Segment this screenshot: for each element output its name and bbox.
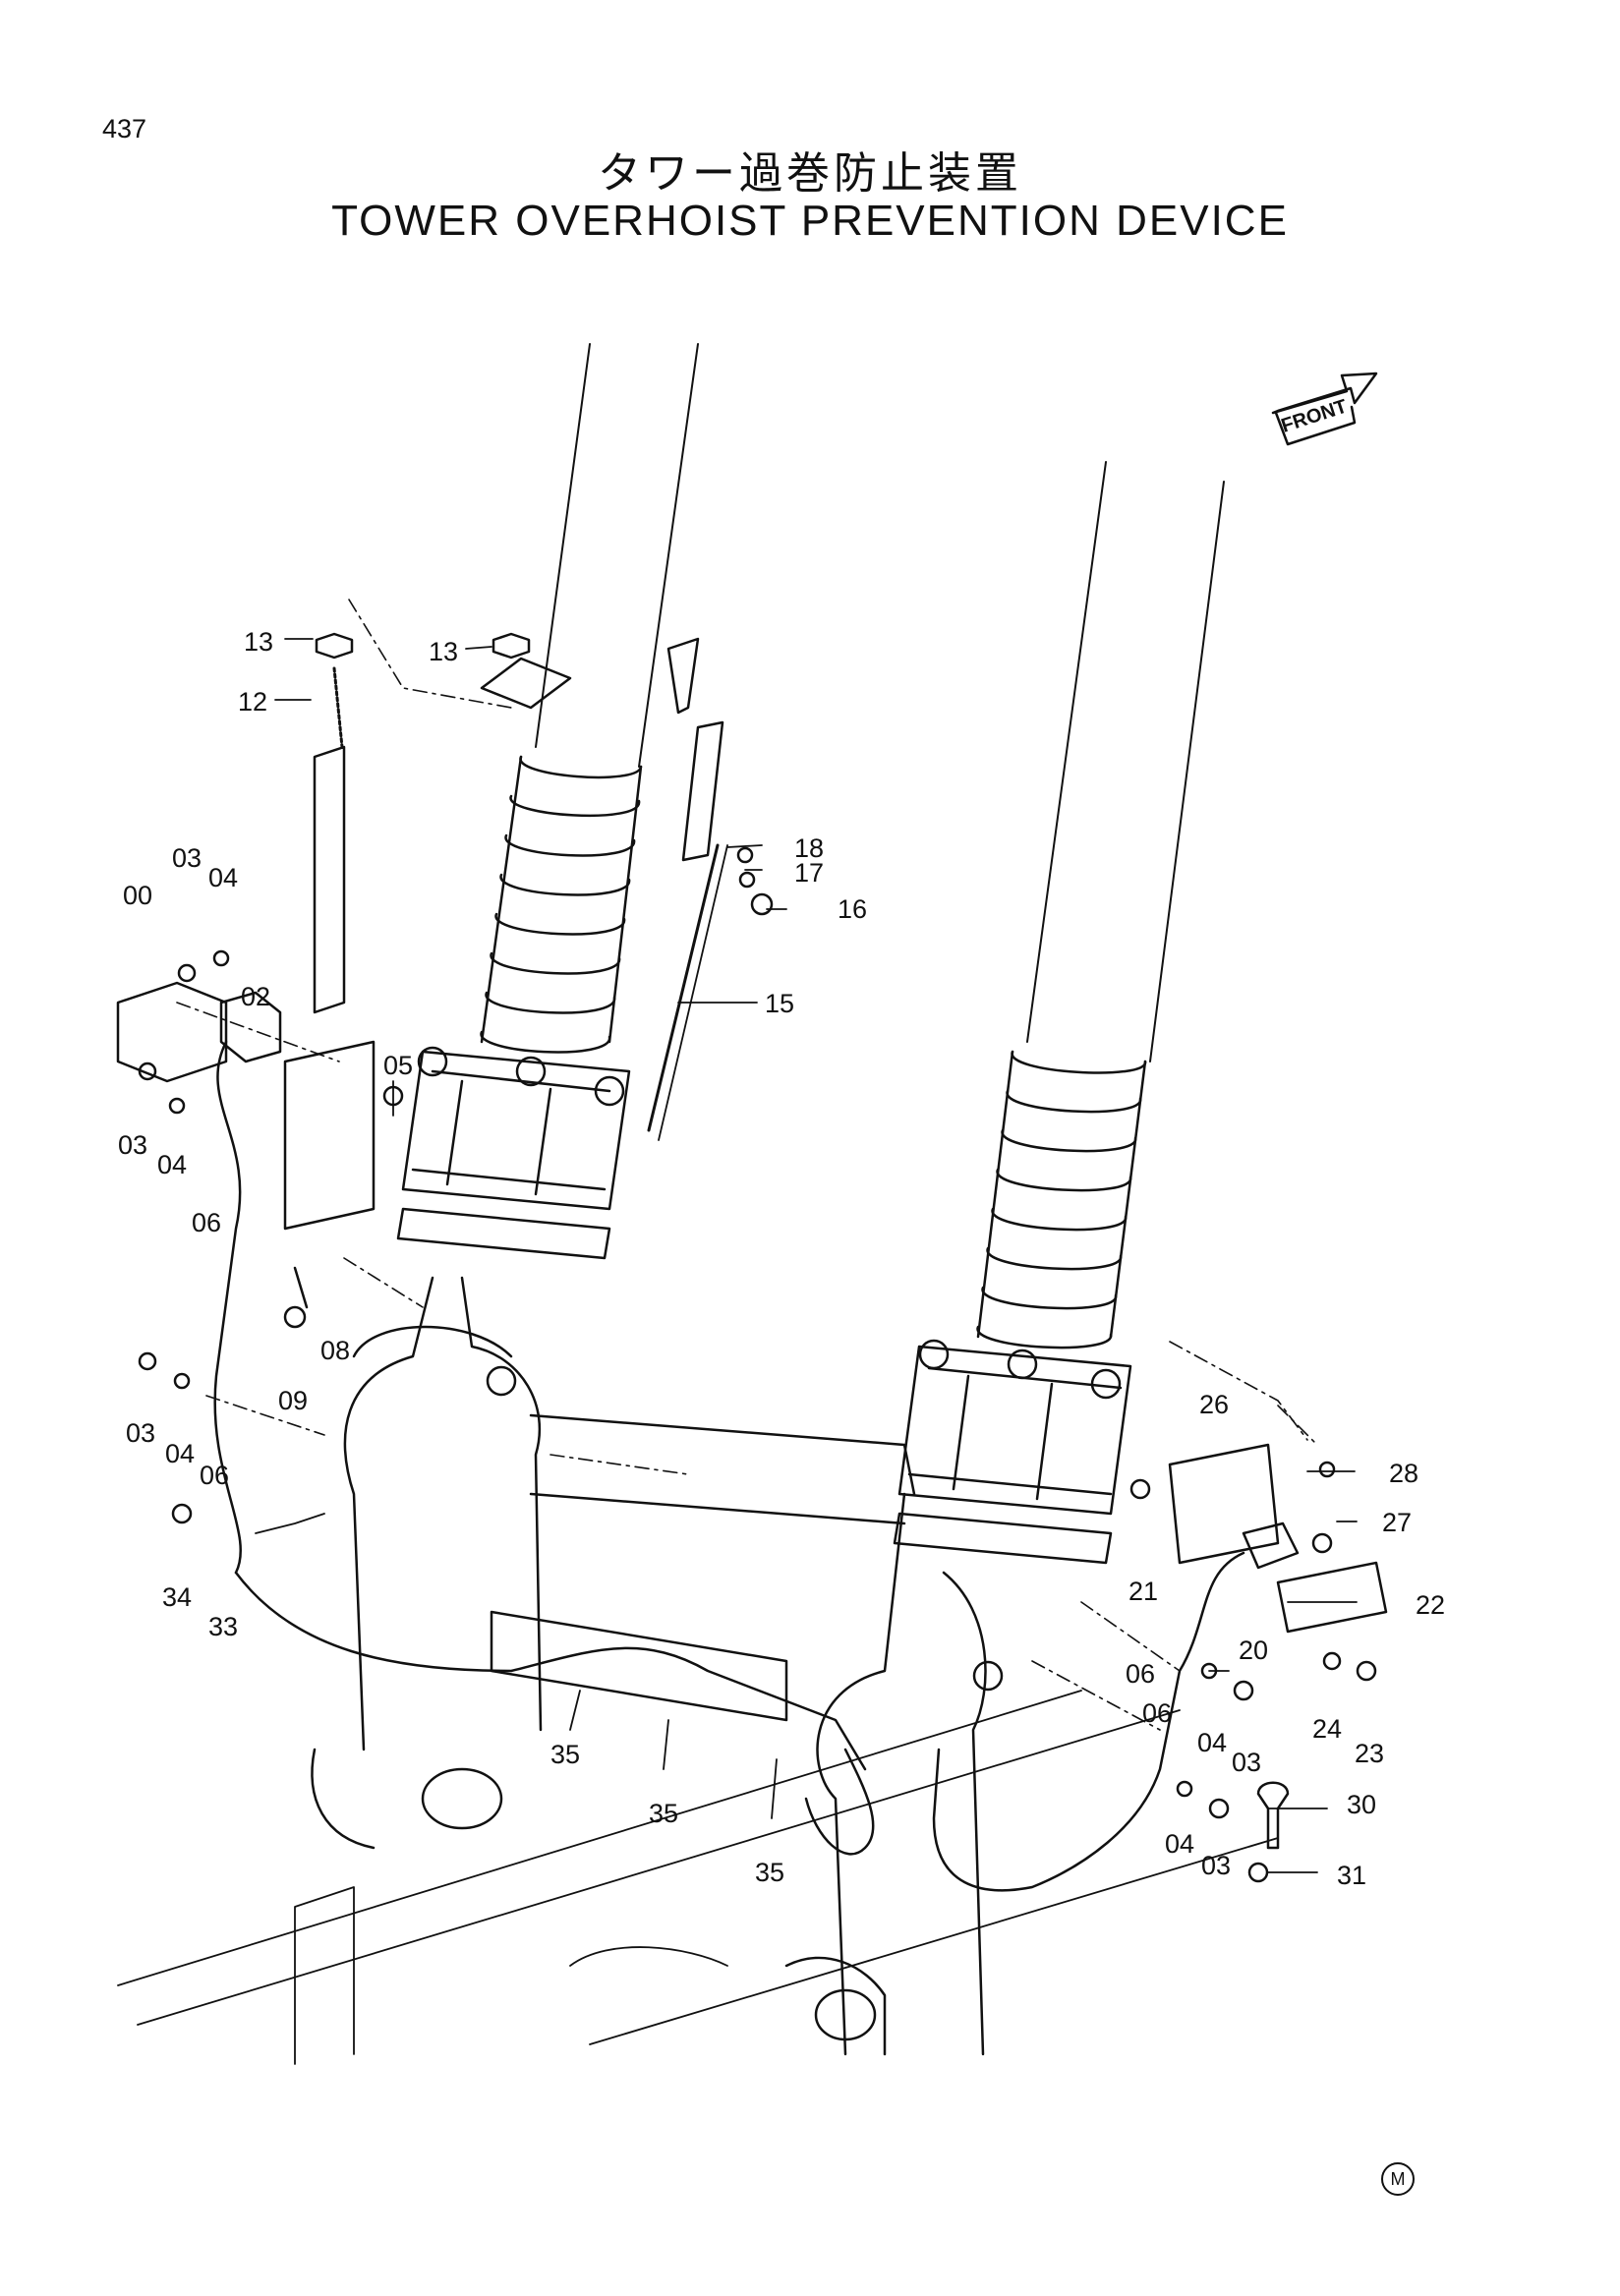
callout-04-d: 04 (1197, 1728, 1227, 1757)
callout-35-a: 35 (550, 1740, 580, 1769)
front-arrow-icon: FRONT (1271, 372, 1378, 446)
callout-20: 20 (1239, 1636, 1268, 1665)
rod-15-assembly (480, 632, 774, 1141)
callout-06-d: 06 (1142, 1698, 1172, 1728)
callout-15: 15 (765, 989, 794, 1018)
manufacturer-mark: M (1381, 2162, 1415, 2196)
right-bellows (976, 1050, 1147, 1349)
page-number: 437 (102, 114, 147, 144)
callout-06-c: 06 (1126, 1659, 1155, 1689)
callout-13-left: 13 (244, 627, 273, 657)
callout-22: 22 (1416, 1590, 1445, 1620)
callout-09: 09 (278, 1386, 308, 1415)
callout-03-c: 03 (126, 1418, 155, 1448)
callout-04-a: 04 (208, 863, 238, 892)
callout-08: 08 (320, 1336, 350, 1365)
callout-35-b: 35 (649, 1799, 678, 1828)
cover-22 (1276, 1561, 1388, 1634)
switch-02 (219, 991, 282, 1063)
callout-27: 27 (1382, 1508, 1412, 1537)
callout-02: 02 (241, 982, 270, 1011)
callout-23: 23 (1355, 1739, 1384, 1768)
switch-20 (1242, 1521, 1300, 1570)
callout-03-d: 03 (1232, 1748, 1261, 1777)
callout-13-right: 13 (429, 637, 458, 666)
right-cylinder-block (893, 1339, 1132, 1565)
lower-frame (117, 1276, 1279, 2065)
callout-04-b: 04 (157, 1150, 187, 1179)
left-tower-mast (396, 343, 699, 1260)
callout-18: 18 (794, 833, 824, 863)
callout-00: 00 (123, 881, 152, 910)
callout-24: 24 (1312, 1714, 1342, 1744)
callout-31: 31 (1337, 1861, 1366, 1890)
callout-35-c: 35 (755, 1858, 784, 1887)
right-tower-mast (893, 461, 1225, 1565)
left-bellows (480, 755, 643, 1054)
callout-labels: 13 13 12 18 17 16 15 03 04 00 02 05 03 0… (118, 627, 1445, 1890)
callout-03-e: 03 (1201, 1851, 1231, 1880)
callout-30: 30 (1347, 1790, 1376, 1819)
bracket-08 (283, 1040, 376, 1231)
callout-06-b: 06 (200, 1461, 229, 1490)
left-cylinder-block (396, 1046, 631, 1260)
callout-21: 21 (1128, 1577, 1158, 1606)
dashed-lines (176, 599, 1318, 1731)
bracket-21 (1168, 1443, 1280, 1565)
callout-17: 17 (794, 858, 824, 888)
callout-04-c: 04 (165, 1439, 195, 1468)
nut-13-left (315, 632, 354, 660)
right-switch-assembly (804, 1443, 1388, 1892)
callout-04-e: 04 (1165, 1829, 1194, 1859)
left-switch-assembly (116, 632, 867, 1771)
callout-03-a: 03 (172, 843, 202, 873)
cover-00 (116, 981, 228, 1083)
title-english: TOWER OVERHOIST PREVENTION DEVICE (331, 197, 1289, 245)
callout-33: 33 (208, 1612, 238, 1641)
stud-rod (313, 745, 346, 1014)
callout-05: 05 (383, 1051, 413, 1080)
callout-34: 34 (162, 1582, 192, 1612)
callout-06-a: 06 (192, 1208, 221, 1237)
callout-26: 26 (1199, 1390, 1229, 1419)
title-japanese: タワー過巻防止装置 (598, 148, 1022, 199)
callout-03-b: 03 (118, 1130, 147, 1160)
leader-lines (255, 638, 1358, 1873)
callout-12: 12 (238, 687, 267, 717)
callout-16: 16 (838, 894, 867, 924)
nut-13-right (492, 632, 531, 660)
callout-28: 28 (1389, 1459, 1418, 1488)
